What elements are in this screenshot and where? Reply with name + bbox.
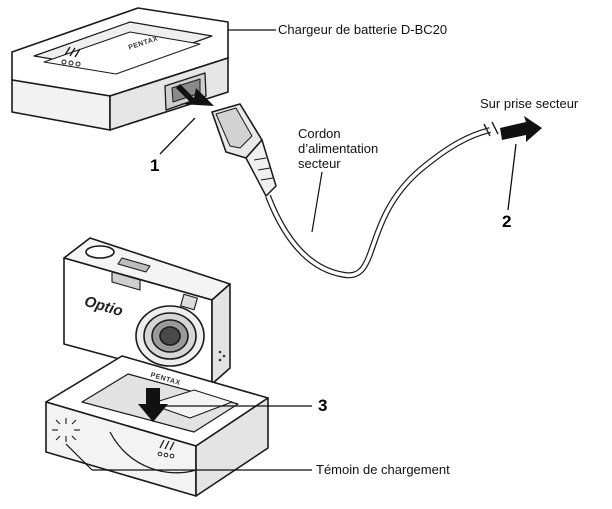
step-number-3: 3 bbox=[318, 396, 328, 415]
indicator-label: Témoin de chargement bbox=[316, 462, 450, 477]
leader-cord bbox=[311, 171, 323, 233]
step-number-2: 2 bbox=[502, 212, 512, 231]
leader-indicator bbox=[65, 443, 93, 471]
leader-step-2 bbox=[507, 143, 517, 211]
step-number-1: 1 bbox=[150, 156, 160, 175]
outlet-label: Sur prise secteur bbox=[480, 96, 579, 111]
insert-arrow-3 bbox=[138, 388, 168, 422]
insert-arrow-1 bbox=[176, 84, 214, 106]
cord-label-line-1: Cordon bbox=[298, 126, 341, 141]
outlet-arrow bbox=[500, 116, 542, 142]
leader-step-1 bbox=[159, 117, 196, 155]
charger-illustration bbox=[11, 7, 229, 131]
charging-indicator-light bbox=[52, 418, 80, 442]
charger-label: Chargeur de batterie D-BC20 bbox=[278, 22, 448, 37]
cord-label-line-3: secteur bbox=[298, 156, 341, 171]
cord-label: Cordon d’alimentation secteur bbox=[298, 126, 378, 171]
cord-label-line-2: d’alimentation bbox=[298, 141, 379, 156]
power-cord-illustration bbox=[211, 103, 499, 279]
